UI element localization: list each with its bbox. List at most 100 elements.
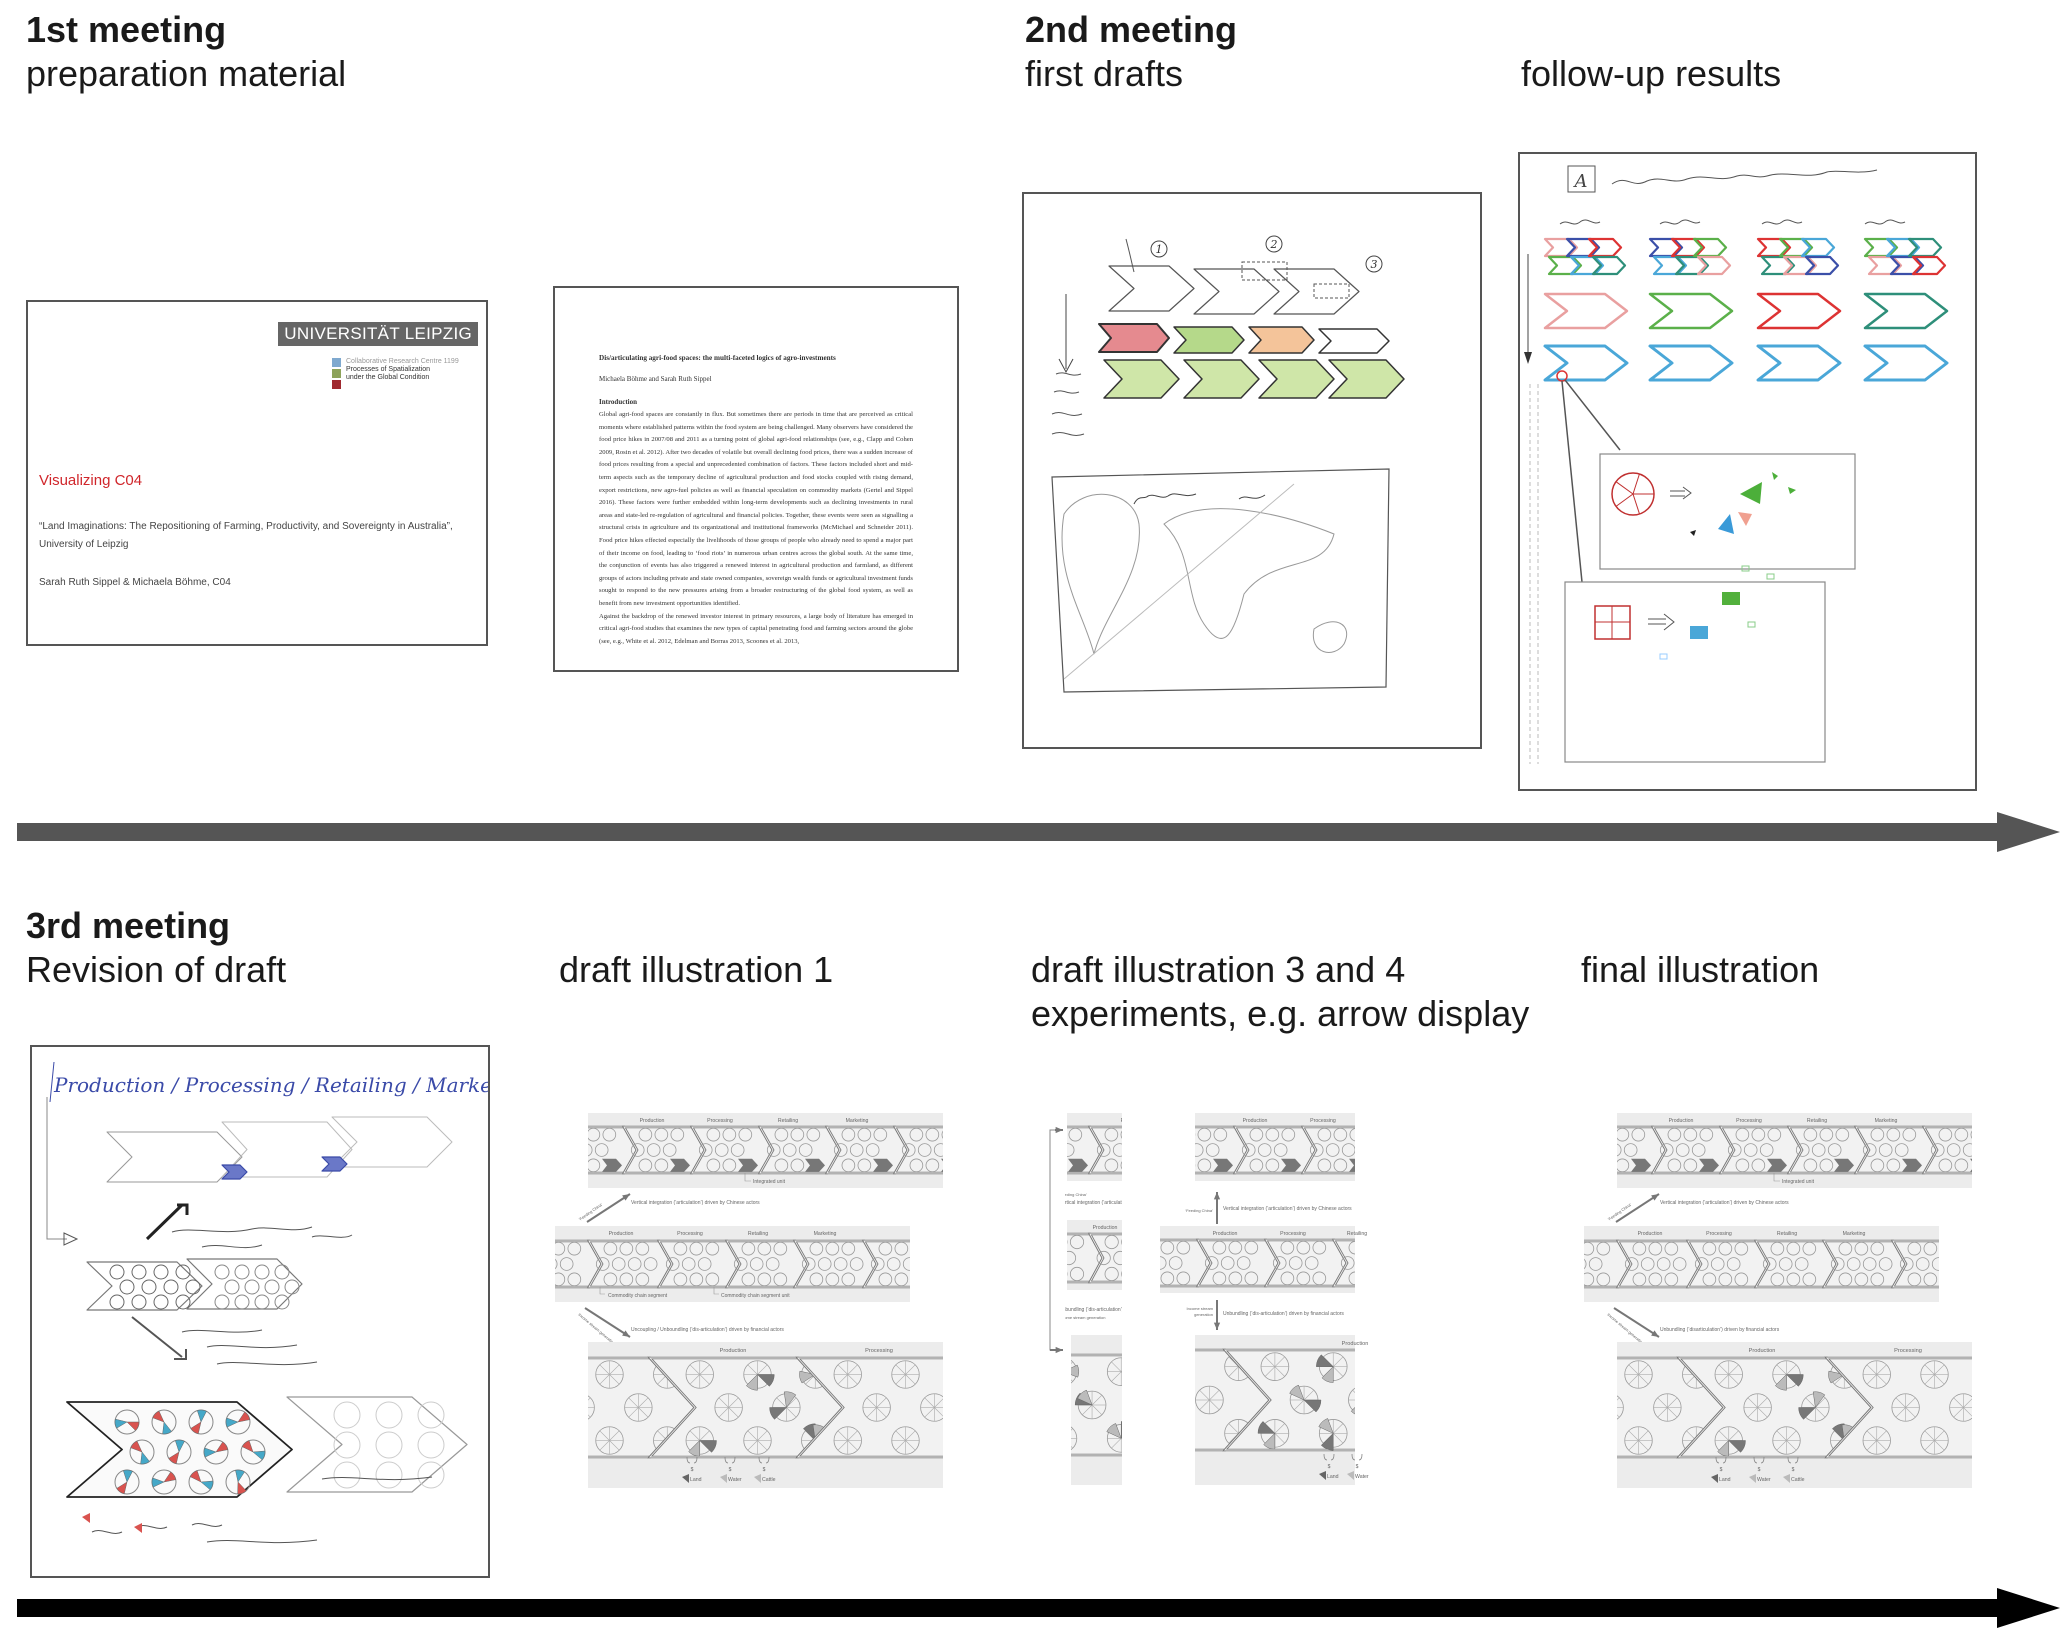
chain-unit — [1067, 1250, 1077, 1266]
sketch-chevron — [221, 1164, 248, 1180]
integrated-unit-arrow — [1970, 1158, 1972, 1172]
chain-unit — [1632, 1272, 1647, 1287]
chain-unit — [857, 1158, 872, 1173]
asset-wedge — [152, 1410, 165, 1423]
chain-unit — [1846, 1257, 1861, 1271]
chain-unit — [1204, 1256, 1219, 1270]
chain-unit — [1067, 1143, 1075, 1157]
integrated-unit-label: Integrated unit — [753, 1179, 786, 1185]
chain-unit — [559, 1257, 574, 1271]
slide-authors: Sarah Ruth Sippel & Michaela Böhme, C04 — [39, 577, 231, 588]
asset-wedge — [1106, 1423, 1122, 1439]
chain-unit — [1751, 1127, 1766, 1142]
integrated-unit-arrow — [1631, 1158, 1651, 1172]
chain-unit — [833, 1257, 848, 1271]
sketch-chevron — [1863, 292, 1949, 330]
stage-label: Production — [1342, 1341, 1369, 1347]
asset-icon — [1783, 1474, 1790, 1483]
asset-wedge — [1318, 1418, 1334, 1434]
chain-unit — [1902, 1127, 1917, 1142]
sketch-chevron — [1273, 268, 1360, 315]
chain-unit — [588, 1143, 593, 1157]
sketch-chevron — [106, 1131, 243, 1183]
chain-panel: Production — [1067, 1220, 1122, 1290]
chain-segment — [1853, 1125, 1939, 1175]
sketch-chevron — [1867, 255, 1903, 276]
chain-unit — [1735, 1127, 1750, 1142]
chain-unit — [619, 1272, 634, 1287]
chain-unit — [817, 1257, 832, 1271]
chain-unit — [1617, 1127, 1630, 1142]
chain-unit — [1938, 1158, 1953, 1173]
sketch-chevron — [221, 1121, 353, 1178]
chain-unit — [595, 1257, 610, 1271]
currency-label: $ — [1720, 1467, 1723, 1473]
sketch-chevron — [1591, 255, 1627, 276]
chain-unit — [1244, 1271, 1259, 1286]
asset-wedge — [190, 1421, 202, 1434]
pie-unit — [1195, 1385, 1224, 1415]
revision-sketch: Production / Processing / Retailing / Ma… — [30, 1045, 490, 1578]
chain-unit — [588, 1127, 601, 1142]
asset-wedge — [1812, 1391, 1826, 1409]
asset-icon — [720, 1474, 727, 1483]
chain-unit — [1962, 1143, 1972, 1157]
chain-unit — [1113, 1250, 1122, 1266]
pie-unit — [862, 1393, 891, 1422]
stage-label: Retailing — [1347, 1231, 1367, 1237]
chain-unit — [1691, 1143, 1706, 1157]
heading-draft-1: draft illustration 1 — [559, 948, 833, 992]
crc-square-blue — [332, 358, 341, 367]
chain-unit — [1584, 1241, 1595, 1256]
stage-label: Production — [1121, 1118, 1146, 1124]
chain-unit — [1333, 1127, 1348, 1142]
transition-arrow — [1213, 1192, 1221, 1224]
asset-wedge — [116, 1481, 128, 1494]
chain-unit — [1592, 1144, 1605, 1157]
pie-unit — [1862, 1426, 1891, 1455]
pie-unit — [1137, 1386, 1165, 1414]
chain-unit — [555, 1241, 566, 1256]
chain-unit — [1067, 1271, 1068, 1277]
chain-unit — [1121, 1238, 1122, 1246]
integrated-unit-arrow — [602, 1158, 622, 1172]
chain-segment — [1617, 1125, 1668, 1175]
sketch-chevron — [1543, 237, 1579, 258]
chain-segment — [1890, 1239, 1939, 1289]
sketch-chevron — [1760, 255, 1796, 276]
chain-unit — [1870, 1127, 1885, 1142]
asset-wedge — [1077, 1389, 1093, 1406]
chain-unit — [1600, 1128, 1613, 1141]
stage-label: Production — [720, 1348, 747, 1354]
chain-unit — [1340, 1256, 1355, 1270]
sketch-chevron — [286, 1396, 468, 1493]
chain-unit — [766, 1143, 781, 1157]
chain-unit — [738, 1127, 753, 1142]
pie-unit — [550, 1427, 566, 1455]
vertical-integration-label: Vertical integration (‘articulation’) dr… — [1059, 1200, 1188, 1206]
asset-wedge — [163, 1471, 177, 1483]
stage-label: Processing — [677, 1231, 703, 1237]
stage-label: Production — [1749, 1348, 1776, 1354]
integrated-unit-arrow — [1281, 1158, 1301, 1172]
currency-label: $ — [763, 1467, 766, 1473]
asset-wedge — [1717, 1439, 1729, 1457]
chain-segment — [1821, 1239, 1908, 1289]
chain-unit — [1683, 1158, 1698, 1173]
chain-unit — [1068, 1127, 1083, 1142]
chain-unit — [706, 1127, 721, 1142]
chain-unit — [1803, 1127, 1818, 1142]
chain-unit — [1878, 1257, 1893, 1271]
chain-unit — [1734, 1241, 1749, 1256]
chain-unit — [1930, 1143, 1945, 1157]
transition-arrow — [586, 1193, 631, 1223]
chain-unit — [602, 1127, 617, 1142]
pie-unit — [891, 1360, 920, 1389]
chain-segment — [1650, 1125, 1736, 1175]
chain-unit — [1040, 1144, 1042, 1157]
stage-label: Production — [609, 1231, 634, 1237]
sketch-chevron — [1648, 237, 1684, 258]
paper-paragraph: Global agri-food spaces are constantly i… — [599, 411, 913, 607]
chain-segment — [1685, 1239, 1771, 1289]
